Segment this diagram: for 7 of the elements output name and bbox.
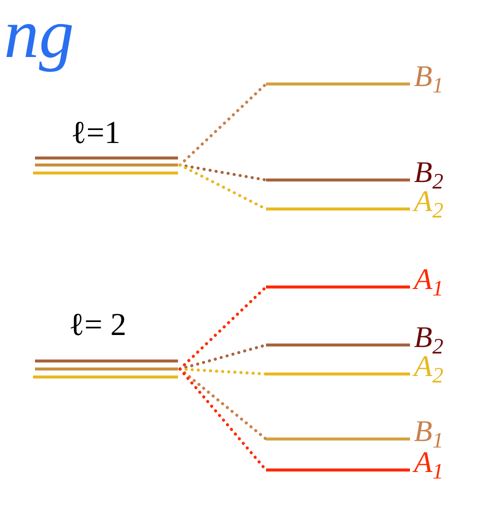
symmetry-label: A$_{2}$: [414, 187, 444, 222]
symmetry-label: A$_{2}$: [414, 352, 444, 387]
symmetry-label: A$_{1}$: [414, 265, 444, 300]
heading-text: ng: [4, 0, 74, 70]
symmetry-label: B$_{1}$: [414, 62, 444, 97]
level-label: ℓ=1: [71, 116, 120, 148]
level-label: ℓ= 2: [69, 308, 126, 340]
